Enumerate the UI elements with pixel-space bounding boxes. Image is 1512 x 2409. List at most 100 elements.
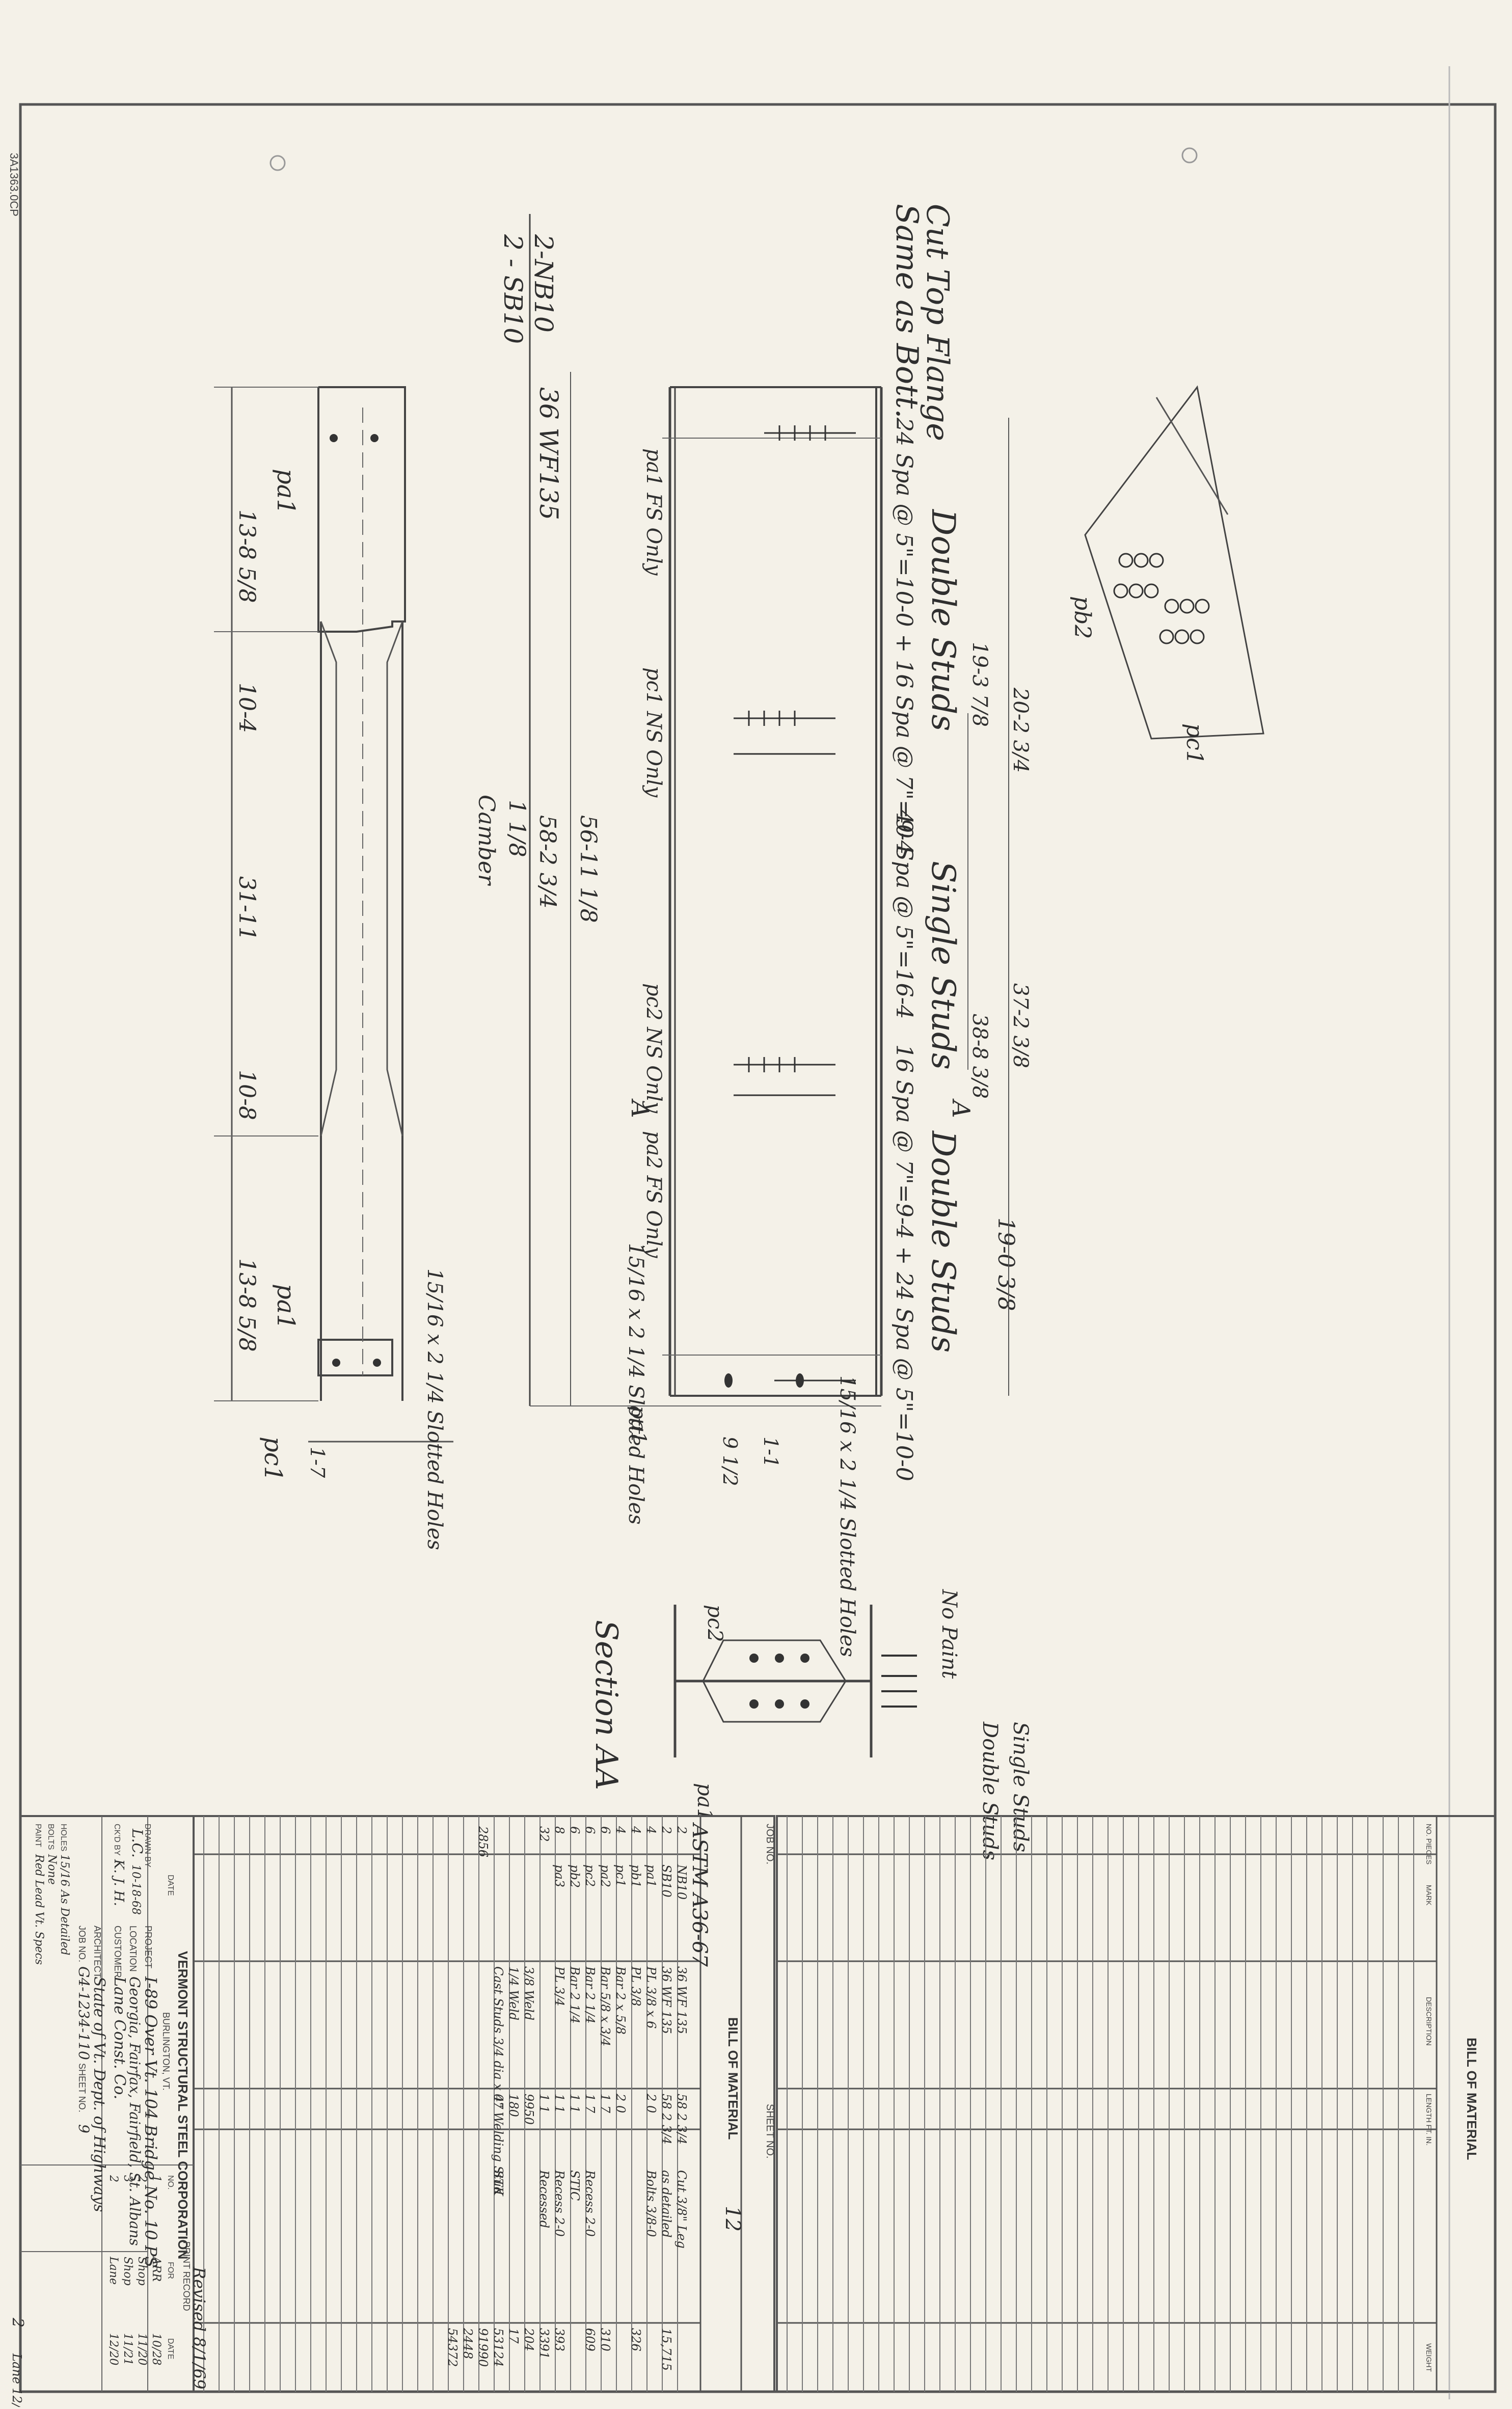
print-record-date: 11/21 <box>121 2333 134 2365</box>
bom-left-job-label: JOB NO. <box>764 1824 775 1864</box>
bom-cell-note: STK <box>491 2170 505 2197</box>
bom-cell-desc: Bar 2 1/4 <box>568 1966 582 2024</box>
girder-plan-view: 13-8 5/8 10-4 31-11 10-8 13-8 5/8 pa1 pa… <box>214 386 453 1550</box>
holes-label: HOLES <box>59 1824 68 1851</box>
bom-right-title: BILL OF MATERIAL <box>1464 2038 1479 2160</box>
print-record-label: PRINT RECORD <box>181 2241 192 2311</box>
dim-13-8-bottom: 13-8 5/8 <box>234 1258 260 1352</box>
bom-cell-note: Recessed <box>537 2170 551 2228</box>
dim-19-0: 19-0 3/8 <box>993 1217 1019 1311</box>
double-studs-label-left: Double Studs <box>924 509 962 731</box>
bom-cell-n: 2856 <box>476 1826 490 1857</box>
bom-cell-n: 4 <box>629 1826 643 1834</box>
bom-left-sheet-no: 12 <box>721 2206 744 2232</box>
company-name: VERMONT STRUCTURAL STEEL CORPORATION <box>175 1951 191 2259</box>
bom-cell-mark: SB10 <box>659 1864 673 1898</box>
ckd-label: CK'D BY <box>113 1824 121 1856</box>
label-pa1-top: pa1 <box>272 469 300 515</box>
bom-cell-desc: 3/8 Weld <box>522 1966 536 2020</box>
girder-elevation: 2-NB10 2 - SB10 36 WF135 56-11 1/8 58-2 … <box>473 214 975 1657</box>
bom-right-h-pieces: NO. PIECES <box>1425 1824 1433 1864</box>
title-block: VERMONT STRUCTURAL STEEL CORPORATION BUR… <box>9 1815 209 2409</box>
bom-right-h-mark: MARK <box>1425 1885 1433 1906</box>
dim-13-8-top: 13-8 5/8 <box>234 509 260 603</box>
bom-cell-n: 2 <box>674 1826 689 1834</box>
bom-cell-note: Bolts 3/8-0 <box>644 2170 658 2237</box>
dim-58-2: 58-2 3/4 <box>534 815 560 909</box>
label-pb2: pb2 <box>1069 596 1095 639</box>
location-label: LOCATION <box>128 1926 138 1972</box>
bom-cell-desc: Bar 2 1/4 <box>583 1966 597 2024</box>
print-record-date: 10/28 <box>150 2333 163 2365</box>
cut-top-flange-note-2: Same as Bott. <box>889 204 925 419</box>
bom-cell-desc: 1/4 Weld <box>506 1966 521 2020</box>
bom-cell-note: STIC <box>568 2170 582 2201</box>
label-pc1-bottom: pc1 <box>259 1437 287 1481</box>
bom-cell-mark: pc1 <box>613 1864 628 1887</box>
sheet-value: 9 <box>75 2124 92 2133</box>
bom-cell-wt: 17 <box>506 2328 521 2344</box>
print-record-for: Shop <box>121 2257 134 2286</box>
bom-cell-wt: 204 <box>522 2327 536 2351</box>
bom-cell-desc: PL 3/8 x 6 <box>644 1966 658 2028</box>
dim-9-half: 9 1/2 <box>719 1437 741 1486</box>
splice-detail: pb2 pc1 <box>1069 385 1264 765</box>
print-record-no: 2 <box>107 2175 120 2182</box>
bom-cell-n: 32 <box>537 1826 551 1842</box>
bom-cell-len: 2 0 <box>644 2093 658 2113</box>
drawn-label: DRAWN BY <box>143 1824 152 1867</box>
bom-cell-desc: Bar 2 x 5/8 <box>613 1966 628 2035</box>
customer-label: CUSTOMER <box>113 1926 123 1978</box>
bom-cell-len: 58 2 3/4 <box>674 2094 689 2145</box>
bom-cell-desc: Cast Studs 3/4 dia x 4" Welding Stud <box>491 1966 505 2195</box>
paint-value: Red Lead Vt. Specs <box>33 1854 45 1965</box>
bill-of-material-right: BILL OF MATERIAL NO. PIECES MARK DESCRIP… <box>776 1815 1496 2393</box>
print-record-for: Shop <box>136 2257 148 2286</box>
bom-cell-n: 4 <box>613 1826 628 1834</box>
bom-cell-mark: pc2 <box>583 1864 597 1887</box>
architect-label: ARCHITECT <box>92 1926 102 1978</box>
double-studs-spacing-right: 16 Spa @ 7"=9-4 + 24 Spa @ 5"=10-0 <box>891 1044 917 1481</box>
bom-cell-note: as detailed <box>659 2170 673 2238</box>
bom-cell-desc: PL 3/4 <box>552 1966 566 2006</box>
punch-hole-left <box>269 155 286 171</box>
dim-10-4: 10-4 <box>234 683 260 733</box>
bom-cell-desc: 36 WF 135 <box>674 1966 689 2034</box>
company-city: BURLINGTON, VT. <box>161 2012 171 2091</box>
section-aa-title: Section AA <box>588 1620 624 1790</box>
bom-cell-wt: 53124 <box>491 2328 505 2367</box>
edge-code: 3A1363.0CP <box>8 153 20 216</box>
pl-note-pc1: pc1 NS Only <box>642 667 665 798</box>
slotted-holes-note-bottom: 15/16 x 2 1/4 Slotted Holes <box>835 1375 859 1657</box>
bom-cell-wt: 15,715 <box>659 2328 673 2371</box>
bom-cell-mark: pa3 <box>552 1864 566 1887</box>
dim-31-11: 31-11 <box>234 876 260 941</box>
bolts-value: None <box>45 1854 58 1885</box>
print-record-for: Lane <box>107 2256 120 2285</box>
section-aa: Section AA pc2 pa1 No Paint Single Studs… <box>588 1589 1032 1860</box>
dim-20-2: 20-2 3/4 <box>1009 687 1032 773</box>
bom-cell-len: 1 1 <box>537 2094 551 2113</box>
drawn-date: 10-18-68 <box>129 1864 142 1915</box>
single-studs-label: Single Studs <box>924 861 962 1070</box>
dim-56-11: 56-11 1/8 <box>575 815 601 923</box>
bom-cell-n: 6 <box>568 1826 582 1834</box>
print-record-date: 12/20 <box>107 2333 120 2365</box>
date-label: DATE <box>166 1875 175 1896</box>
bom-right-h-length: LENGTH FT. IN. <box>1425 2094 1433 2146</box>
paint-label: PAINT <box>34 1824 42 1847</box>
dim-38-8: 38-8 3/8 <box>968 1014 991 1099</box>
bom-cell-note: Cut 3/8" Leg <box>674 2170 689 2249</box>
footer-sheet: 2 <box>9 2317 26 2327</box>
revision-note: Revised 8/1/69 <box>190 2266 209 2389</box>
architect-value: State of Vt. Dept. of Highways <box>90 1977 108 2212</box>
slotted-holes-note-center: 15/16 x 2 1/4 Slotted Holes <box>624 1243 647 1525</box>
job-value: G4-1234-110 <box>75 1966 92 2060</box>
print-record-h-for: FOR <box>166 2262 175 2279</box>
bom-cell-len: 1 7 <box>583 2094 597 2114</box>
bom-cell-wt: 310 <box>598 2328 612 2351</box>
label-pa1-section: pa1 <box>693 1783 716 1821</box>
